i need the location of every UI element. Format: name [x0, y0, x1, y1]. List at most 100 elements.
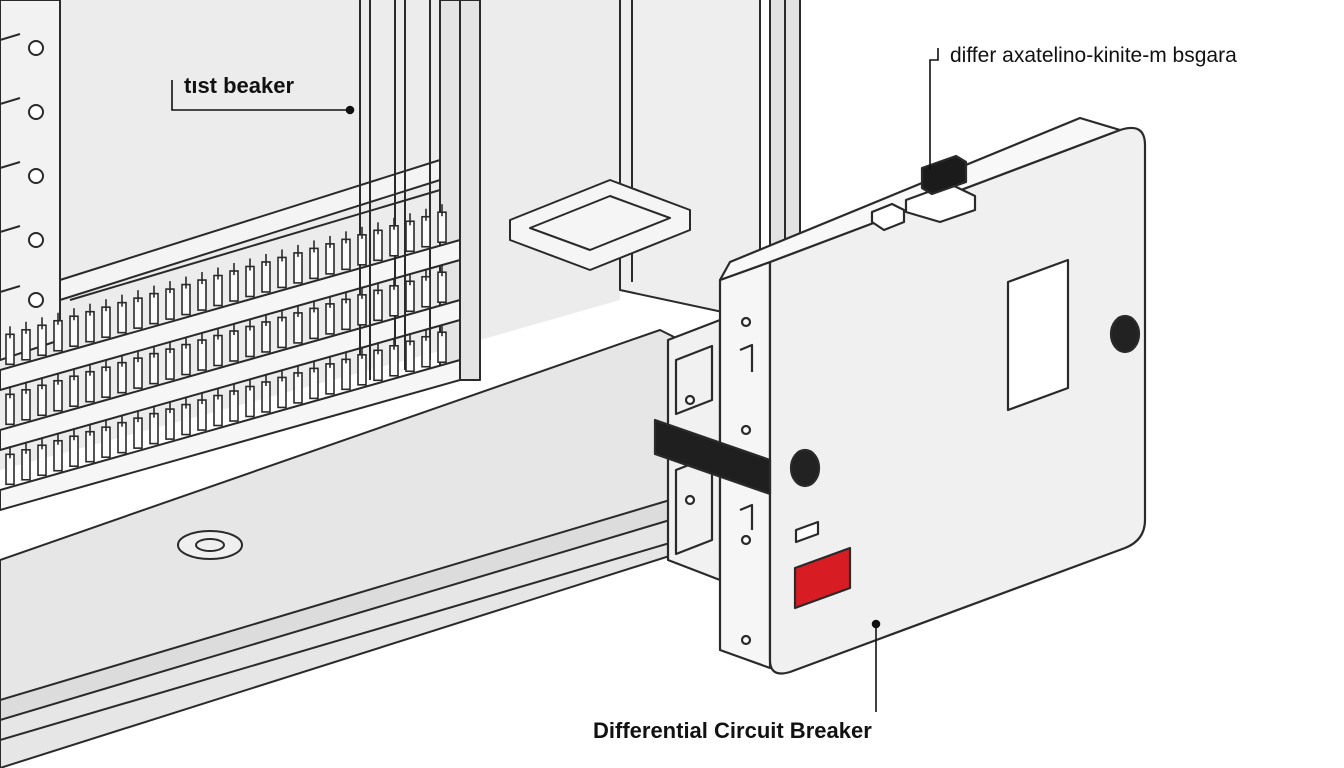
miniature-breaker-module [133, 357, 143, 389]
differential-breaker-label: Differential Circuit Breaker [593, 718, 872, 743]
miniature-breaker-module [421, 335, 431, 368]
leader-test-breaker [171, 80, 350, 111]
miniature-breaker-module [373, 229, 383, 262]
miniature-breaker-module [277, 256, 287, 289]
miniature-breaker-module [149, 412, 159, 445]
mounting-hole-right [1109, 314, 1141, 354]
miniature-breaker-module [53, 319, 63, 352]
miniature-breaker-module [53, 439, 63, 472]
miniature-breaker-module [165, 348, 175, 380]
miniature-breaker-module [437, 271, 447, 304]
miniature-breaker-module [389, 344, 399, 377]
miniature-breaker-module [325, 303, 335, 335]
miniature-breaker-module [437, 211, 447, 244]
miniature-breaker-module [325, 243, 335, 275]
test-button [793, 546, 852, 610]
miniature-breaker-module [293, 312, 303, 344]
miniature-breaker-module [309, 367, 319, 400]
miniature-breaker-module [309, 307, 319, 340]
floor-knockout [177, 530, 243, 560]
miniature-breaker-module [357, 294, 367, 326]
status-window [1006, 258, 1070, 412]
miniature-breaker-module [341, 358, 351, 391]
rail-row-2 [0, 299, 461, 451]
breaker-front-face [768, 126, 1147, 675]
leader-top-right [929, 48, 939, 170]
miniature-breaker-module [133, 417, 143, 449]
miniature-breaker-module [213, 334, 223, 367]
miniature-breaker-module [229, 390, 239, 422]
miniature-breaker-module [5, 453, 15, 486]
miniature-breaker-module [69, 315, 79, 348]
miniature-breaker-module [261, 321, 271, 353]
mounting-hole-left [789, 448, 821, 488]
miniature-breaker-module [341, 238, 351, 271]
miniature-breaker-module [245, 385, 255, 418]
miniature-breaker-module [245, 265, 255, 298]
toggle-handle [653, 418, 772, 496]
terminal-screws [0, 33, 44, 308]
miniature-breaker-module [373, 349, 383, 382]
miniature-breaker-module [101, 366, 111, 398]
miniature-breaker-module [165, 288, 175, 320]
miniature-breaker-module [437, 331, 447, 364]
miniature-breaker-module [117, 421, 127, 454]
miniature-breaker-module [149, 292, 159, 325]
miniature-breaker-module [37, 444, 47, 477]
rail-row-3 [0, 359, 461, 511]
miniature-breaker-module [133, 297, 143, 329]
miniature-breaker-module [421, 215, 431, 248]
miniature-breaker-module [405, 340, 415, 373]
miniature-breaker-module [357, 234, 367, 266]
miniature-breaker-module [293, 372, 303, 404]
top-terminal-black [920, 154, 968, 196]
miniature-breaker-module [309, 247, 319, 280]
differential-circuit-breaker [653, 116, 1147, 675]
miniature-breaker-module [421, 275, 431, 308]
miniature-breaker-module [261, 261, 271, 293]
miniature-breaker-module [229, 270, 239, 302]
miniature-breaker-module [21, 388, 31, 421]
miniature-breaker-module [277, 376, 287, 409]
miniature-breaker-module [357, 354, 367, 386]
test-breaker-label: tıst beaker [184, 73, 295, 98]
miniature-breaker-module [117, 301, 127, 334]
miniature-breaker-module [261, 381, 271, 413]
mounting-bracket [509, 179, 691, 271]
miniature-breaker-module [101, 306, 111, 338]
miniature-breaker-module [181, 283, 191, 316]
miniature-breaker-module [21, 448, 31, 481]
top-right-label: differ axatelino-kinite-m bsgara [950, 44, 1237, 67]
rail-row-1 [0, 239, 461, 391]
miniature-breaker-module [101, 426, 111, 458]
miniature-breaker-module [37, 384, 47, 417]
miniature-breaker-module [341, 298, 351, 331]
miniature-breaker-module [405, 220, 415, 253]
distribution-panel [0, 0, 801, 768]
miniature-breaker-module [229, 330, 239, 362]
miniature-breaker-module [5, 393, 15, 426]
miniature-breaker-module [181, 343, 191, 376]
miniature-breaker-module [277, 316, 287, 349]
miniature-breaker-module [5, 333, 15, 366]
miniature-breaker-module [165, 408, 175, 440]
miniature-breaker-module [245, 325, 255, 358]
miniature-breaker-module [389, 224, 399, 257]
miniature-breaker-module [181, 403, 191, 436]
miniature-breaker-module [85, 310, 95, 343]
miniature-breaker-module [405, 280, 415, 313]
miniature-breaker-module [69, 435, 79, 468]
miniature-breaker-rows [5, 204, 447, 486]
miniature-breaker-module [197, 339, 207, 371]
miniature-breaker-module [53, 379, 63, 412]
miniature-breaker-module [117, 361, 127, 394]
miniature-breaker-module [85, 430, 95, 463]
miniature-breaker-module [325, 363, 335, 395]
miniature-breaker-module [21, 328, 31, 361]
callout-leaders [171, 48, 939, 712]
miniature-breaker-module [197, 399, 207, 431]
miniature-breaker-module [149, 352, 159, 385]
miniature-breaker-module [69, 375, 79, 408]
miniature-breaker-module [213, 274, 223, 307]
